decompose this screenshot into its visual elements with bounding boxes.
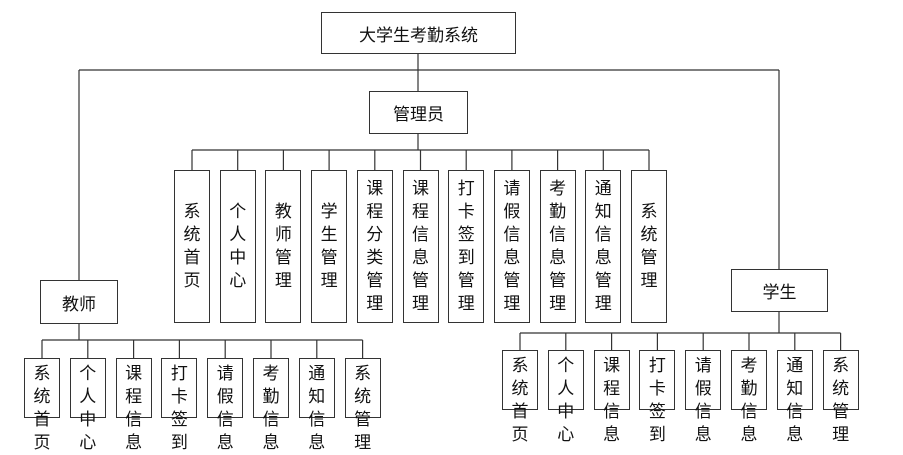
student-module-label: 通知信息 [786, 356, 804, 445]
admin-module-6: 课程信息管理 [402, 170, 439, 323]
teacher-module-5: 请假信息 [207, 358, 244, 453]
teacher-module-label: 系统管理 [354, 364, 372, 453]
admin-module-7: 打卡签到管理 [448, 170, 485, 323]
teacher-module-label: 打卡签到 [170, 364, 188, 453]
student-node: 学生 [731, 269, 828, 312]
student-module-3: 课程信息 [593, 350, 630, 445]
teacher-module-3: 课程信息 [115, 358, 152, 453]
admin-module-label: 考勤信息管理 [549, 178, 567, 314]
teacher-module-4: 打卡签到 [161, 358, 198, 453]
admin-module-label: 个人中心 [229, 201, 247, 291]
teacher-module-8: 系统管理 [344, 358, 381, 453]
teacher-module-label: 请假信息 [216, 364, 234, 453]
student-label: 学生 [762, 283, 797, 303]
teacher-module-7: 通知信息 [298, 358, 335, 453]
admin-module-label: 学生管理 [320, 201, 338, 291]
student-module-7: 通知信息 [776, 350, 813, 445]
student-module-label: 考勤信息 [740, 356, 758, 445]
root-label: 大学生考勤系统 [359, 25, 478, 46]
admin-module-label: 教师管理 [274, 201, 292, 291]
teacher-module-6: 考勤信息 [253, 358, 289, 453]
student-module-label: 系统管理 [832, 356, 850, 445]
admin-module-label: 通知信息管理 [594, 178, 612, 314]
admin-module-3: 教师管理 [265, 170, 302, 323]
student-module-label: 请假信息 [694, 356, 712, 445]
student-module-4: 打卡签到 [639, 350, 676, 445]
admin-module-label: 请假信息管理 [503, 178, 521, 314]
teacher-module-label: 考勤信息 [262, 364, 280, 453]
teacher-module-label: 通知信息 [308, 364, 326, 453]
root-node: 大学生考勤系统 [321, 12, 516, 54]
hierarchy-connectors [41, 54, 842, 358]
student-module-label: 打卡签到 [648, 356, 666, 445]
admin-module-2: 个人中心 [219, 170, 256, 323]
teacher-module-label: 系统首页 [33, 364, 51, 453]
student-module-5: 请假信息 [685, 350, 722, 445]
student-module-label: 系统首页 [511, 356, 529, 445]
admin-module-1: 系统首页 [174, 170, 210, 323]
admin-module-label: 课程分类管理 [366, 178, 384, 314]
teacher-module-label: 课程信息 [125, 364, 143, 453]
admin-module-10: 通知信息管理 [585, 170, 622, 323]
student-module-label: 个人中心 [557, 356, 575, 445]
admin-module-label: 打卡签到管理 [457, 178, 475, 314]
teacher-module-label: 个人中心 [79, 364, 97, 453]
admin-module-label: 系统管理 [640, 201, 658, 291]
admin-module-5: 课程分类管理 [356, 170, 393, 323]
teacher-node: 教师 [40, 280, 118, 324]
admin-node: 管理员 [369, 91, 468, 134]
teacher-module-1: 系统首页 [24, 358, 60, 453]
admin-module-4: 学生管理 [311, 170, 348, 323]
admin-module-8: 请假信息管理 [493, 170, 530, 323]
admin-module-11: 系统管理 [631, 170, 667, 323]
student-module-2: 个人中心 [547, 350, 584, 445]
student-module-8: 系统管理 [822, 350, 859, 445]
teacher-module-2: 个人中心 [69, 358, 106, 453]
teacher-label: 教师 [62, 294, 96, 315]
admin-module-9: 考勤信息管理 [539, 170, 576, 323]
student-module-label: 课程信息 [603, 356, 621, 445]
admin-module-label: 课程信息管理 [412, 178, 429, 314]
admin-module-label: 系统首页 [183, 201, 201, 291]
student-module-6: 考勤信息 [731, 350, 767, 445]
admin-label: 管理员 [393, 105, 444, 125]
student-module-1: 系统首页 [502, 350, 538, 445]
